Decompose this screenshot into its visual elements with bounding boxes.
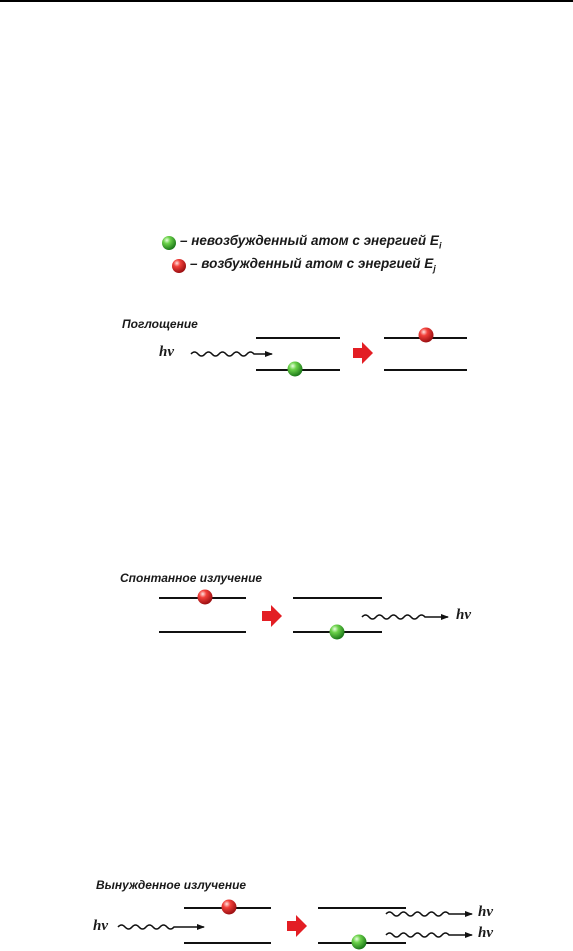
absorption-ground-atom-icon — [287, 361, 303, 377]
stimulated-ground-atom-icon — [351, 934, 367, 950]
spontaneous-diagram — [159, 589, 449, 640]
stimulated-outgoing-photon-wave-1 — [385, 911, 473, 917]
spontaneous-title: Спонтанное излучение — [120, 571, 263, 585]
spontaneous-transition-arrow-icon — [262, 605, 282, 627]
legend-excited-symbol: E — [424, 256, 434, 271]
stimulated-outgoing-photon-label-1: hν — [478, 904, 493, 920]
spontaneous-outgoing-photon-wave — [361, 614, 449, 620]
legend-ground-atom-icon — [162, 236, 176, 250]
legend-excited-label: – возбужденный атом с энергией Ej — [190, 256, 436, 274]
stimulated-transition-arrow-icon — [287, 915, 307, 937]
absorption-transition-arrow-icon — [353, 342, 373, 364]
legend-ground-symbol: E — [429, 233, 439, 248]
absorption-title: Поглощение — [122, 317, 198, 331]
spontaneous-excited-atom-icon — [197, 589, 213, 605]
stimulated-outgoing-photon-wave-2 — [385, 932, 473, 938]
legend-ground-label: – невозбужденный атом с энергией Ei — [180, 233, 441, 251]
stimulated-incoming-photon-label: hν — [93, 918, 108, 934]
legend-excited-subscript: j — [433, 263, 436, 274]
absorption-photon-label: hν — [159, 344, 174, 360]
legend-excited-text: – возбужденный атом с энергией — [190, 256, 425, 271]
stimulated-incoming-photon-wave — [117, 924, 205, 930]
stimulated-excited-atom-icon — [221, 899, 237, 915]
spontaneous-photon-label: hν — [456, 607, 471, 623]
legend-ground-subscript: i — [438, 240, 442, 251]
absorption-diagram — [190, 327, 467, 377]
absorption-excited-atom-icon — [418, 327, 434, 343]
stimulated-title: Вынужденное излучение — [96, 878, 247, 892]
absorption-incoming-photon-wave — [190, 351, 273, 357]
legend-ground-text: – невозбужденный атом с энергией — [180, 233, 430, 248]
top-rule — [0, 0, 573, 2]
legend-excited-atom-icon — [172, 259, 186, 273]
stimulated-diagram — [117, 899, 473, 950]
spontaneous-ground-atom-icon — [329, 624, 345, 640]
stimulated-outgoing-photon-label-2: hν — [478, 925, 493, 941]
